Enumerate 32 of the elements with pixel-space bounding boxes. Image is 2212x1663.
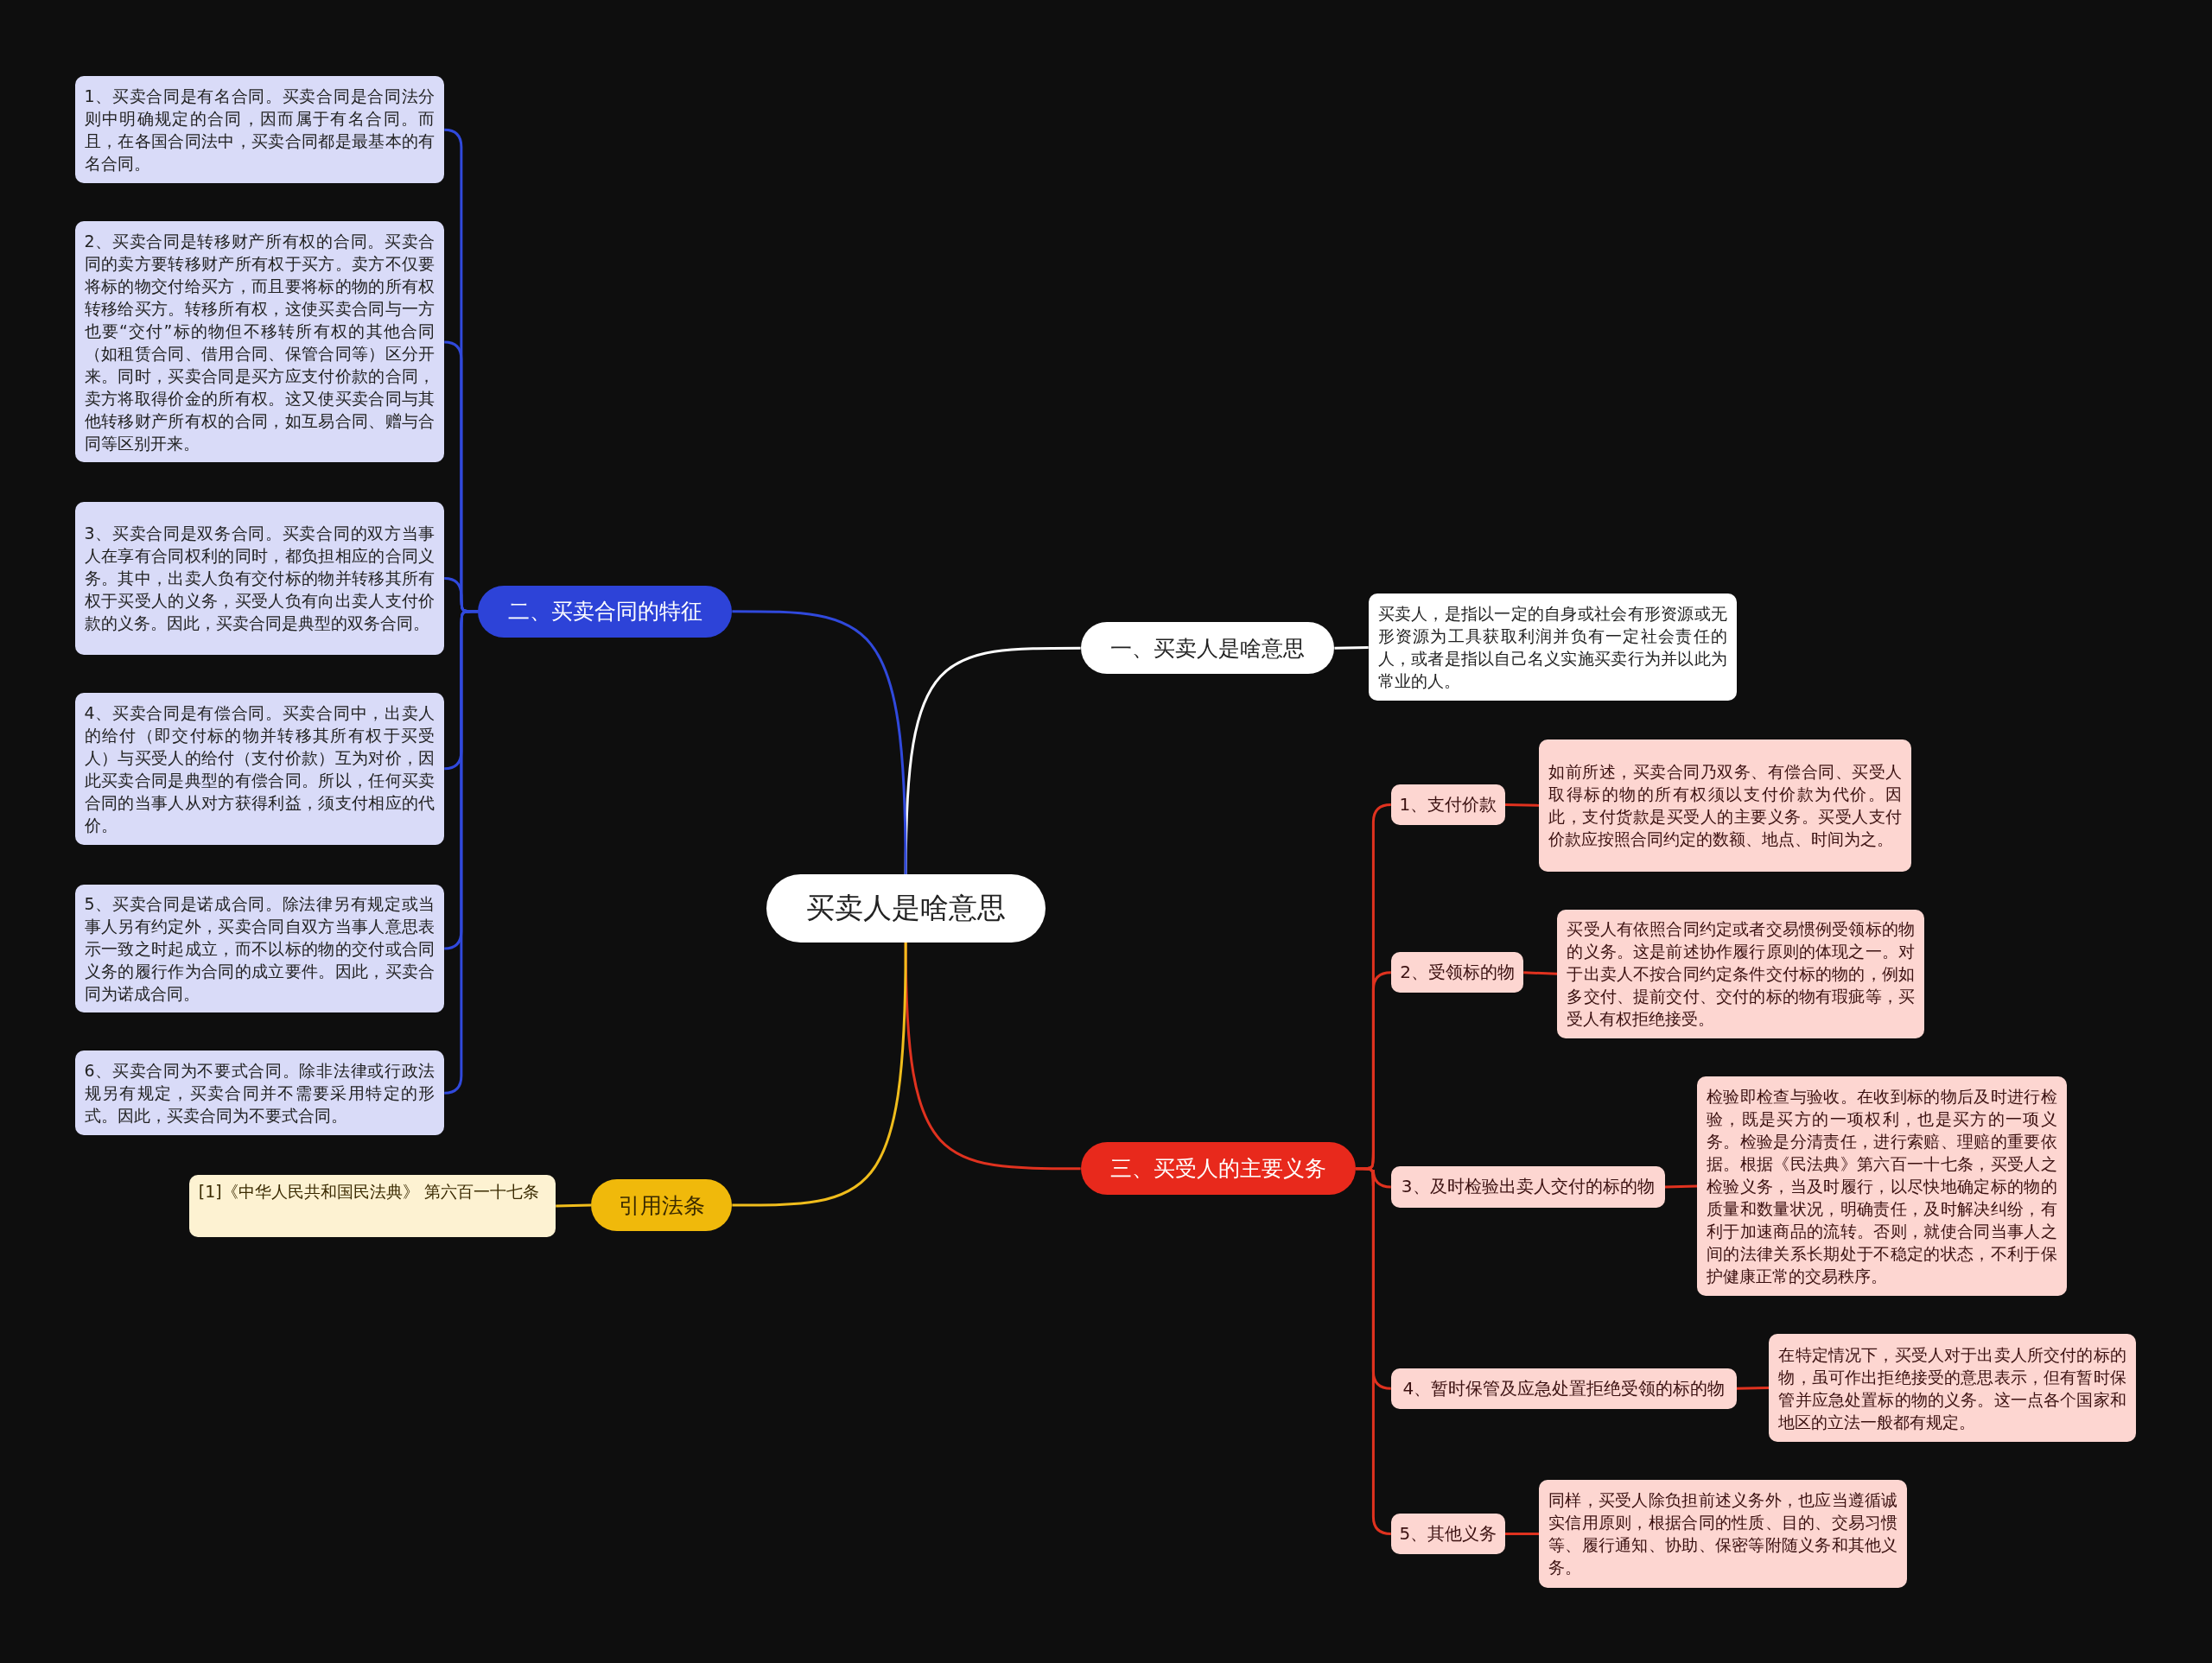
branch-topic: 二、买卖合同的特征 (478, 585, 733, 638)
note-box: [1]《中华人民共和国民法典》 第六百一十七条 (188, 1175, 556, 1237)
connector-line (732, 942, 907, 1207)
note-box: 5、买卖合同是诺成合同。除法律另有规定或当事人另有约定外，买卖合同自双方当事人意思表示一致之时起成立，而不以标的物的交付或合同义务的履行作为合同的成立要件。因此，买卖合同为诺成合同。 (74, 884, 445, 1013)
note-box: 6、买卖合同为不要式合同。除非法律或行政法规另有规定，买卖合同并不需要采用特定的形式。因此，买卖合同为不要式合同。 (74, 1050, 445, 1136)
note-box: 4、买卖合同是有偿合同。买卖合同中，出卖人的给付（即交付标的物并转移其所有权于买受人）与买受人的给付（支付价款）互为对价，因此买卖合同是典型的有偿合同。所以，任何买卖合同的当事人从对方获得利益，须支付相应的代价。 (74, 692, 445, 845)
note-box: 同样，买受人除负担前述义务外，也应当遵循诚实信用原则，根据合同的性质、目的、交易习惯等、履行通知、协助、保密等附随义务和其他义务。 (1539, 1479, 1908, 1589)
branch-topic: 一、买卖人是啥意思 (1080, 622, 1335, 675)
note-box: 3、买卖合同是双务合同。买卖合同的双方当事人在享有合同权利的同时，都负担相应的合同义务。其中，出卖人负有交付标的物并转移其所有权于买受人的义务，买受人负有向出卖人支付价款的义务。因此，买卖合同是典型的双务合同。 (74, 502, 445, 655)
subtopic-box: 1、支付价款 (1390, 784, 1505, 826)
note-box: 买卖人，是指以一定的自身或社会有形资源或无形资源为工具获取利润并负有一定社会责任的人，或者是指以自己名义实施买卖行为并以此为常业的人。 (1368, 593, 1737, 701)
connector-line (1523, 971, 1558, 975)
connector-line (732, 610, 907, 875)
connector-line (556, 1203, 592, 1208)
subtopic-box: 3、及时检验出卖人交付的标的物 (1390, 1166, 1665, 1208)
note-box: 在特定情况下，买受人对于出卖人所交付的标的物，虽可作出拒绝接受的意思表示，但有暂时保管并应急处置标的物的义务。这一点各个国家和地区的立法一般都有规定。 (1769, 1334, 2136, 1442)
note-box: 买受人有依照合同约定或者交易惯例受领标的物的义务。这是前述协作履行原则的体现之一。对于出卖人不按合同约定条件交付标的物的，例如多交付、提前交付、交付的标的物有瑕疵等，买受人有权拒绝接受。 (1557, 910, 1924, 1038)
note-box: 2、买卖合同是转移财产所有权的合同。买卖合同的卖方要转移财产所有权于买方。卖方不仅要将标的物交付给买方，而且要将标的物的所有权转移给买方。转移所有权，这使买卖合同与一方也要“交付”标的物但不移转所有权的其他合同（如租赁合同、借用合同、保管合同等）区分开来。同时，买卖合同是买方应支付价款的合同，卖方将取得价金的所有权。这又使买卖合同与其他转移财产所有权的合同，如互易合同、赠与合同等区别开来。 (74, 221, 445, 463)
connector-line (1505, 803, 1540, 807)
note-box: 如前所述，买卖合同乃双务、有偿合同、买受人取得标的物的所有权须以支付价款为代价。因此，支付货款是买受人的主要义务。买受人支付价款应按照合同约定的数额、地点、时间为之。 (1539, 739, 1912, 872)
branch-topic: 引用法条 (591, 1178, 733, 1232)
subtopic-box: 2、受领标的物 (1390, 952, 1524, 993)
branch-topic: 三、买受人的主要义务 (1080, 1142, 1356, 1195)
connector-line (1334, 645, 1369, 650)
note-box: 检验即检查与验收。在收到标的物后及时进行检验，既是买方的一项权利，也是买方的一项义务。检验是分清责任，进行索赔、理赔的重要依据。根据《民法典》第六百一十七条，买受人之检验义务，当及时履行，以尽快地确定标的物的质量和数量状况，明确责任，及时解决纠纷，有利于加速商品的流转。否则，就使合同当事人之间的法律关系长期处于不稳定的状态，不利于保护健康正常的交易秩序。 (1697, 1076, 2067, 1297)
central-topic: 买卖人是啥意思 (766, 874, 1046, 943)
note-box: 1、买卖合同是有名合同。买卖合同是合同法分则中明确规定的合同，因而属于有名合同。而且，在各国合同法中，买卖合同都是最基本的有名合同。 (74, 76, 445, 184)
connector-line (1736, 1387, 1770, 1390)
connector-line (1505, 1533, 1540, 1535)
connector-line (1664, 1184, 1698, 1189)
subtopic-box: 5、其他义务 (1390, 1513, 1505, 1555)
subtopic-box: 4、暂时保管及应急处置拒绝受领的标的物 (1390, 1368, 1737, 1409)
